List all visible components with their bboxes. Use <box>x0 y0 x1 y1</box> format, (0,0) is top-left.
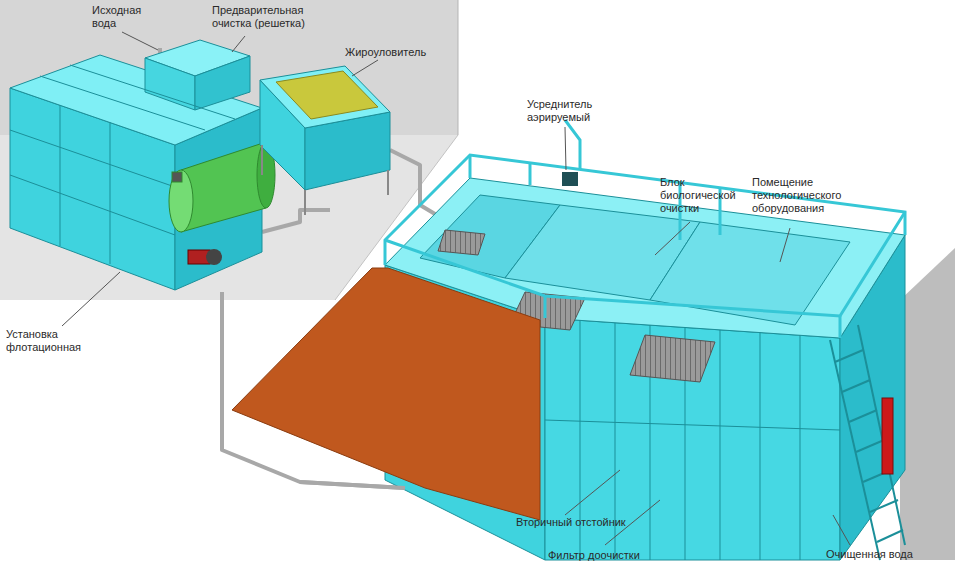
aerator-device <box>562 172 578 186</box>
callout-label: Помещение технологического оборудования <box>752 176 872 216</box>
callout-label: Установка флотационная <box>6 328 116 354</box>
callout-label: Блок биологической очистки <box>660 176 750 216</box>
room-background <box>0 0 458 300</box>
pump <box>188 249 222 265</box>
callout-label: Очищенная вода <box>826 548 936 561</box>
ground-bank <box>900 248 955 560</box>
callout-label: Фильтр доочистки <box>548 549 678 562</box>
stairs <box>830 325 905 560</box>
callout-label: Исходная вода <box>92 4 154 30</box>
door <box>882 398 893 474</box>
callout-label: Вторичный отстойник <box>516 516 636 529</box>
pipe <box>300 482 405 488</box>
callout-label: Жироуловитель <box>345 46 455 59</box>
callout-label: Предварительная очистка (решетка) <box>212 4 324 30</box>
callout-label: Усреднитель аэрируемый <box>527 98 627 124</box>
grease-trap <box>260 66 390 215</box>
leader-lines <box>62 32 850 545</box>
pressure-tank <box>169 142 275 232</box>
earth-mound <box>232 268 540 520</box>
